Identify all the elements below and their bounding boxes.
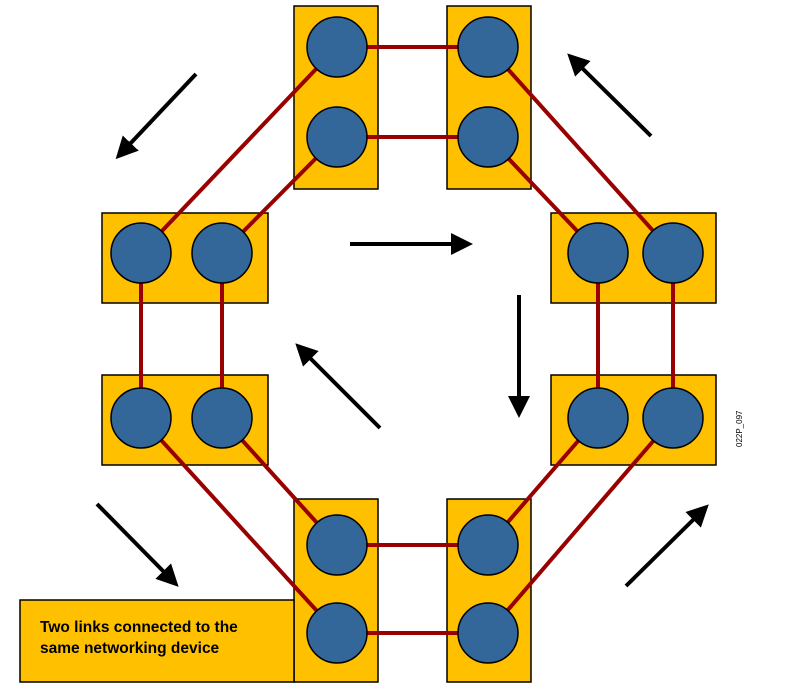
callout-text: Two links connected to the same networki… — [40, 617, 290, 659]
links — [139, 45, 675, 635]
port-bottom-left-2 — [306, 602, 368, 664]
link-lr-1 — [486, 416, 675, 635]
port-right-lower-1 — [567, 387, 629, 449]
port-right-upper-1 — [567, 222, 629, 284]
arrow-outer-bottom-right — [624, 504, 709, 588]
callout-line-2: same networking device — [40, 640, 220, 657]
arrow-outer-top-right — [567, 53, 653, 138]
port-left-upper-1 — [110, 222, 172, 284]
figure-id-label: 022P_097 — [735, 410, 744, 447]
port-right-upper-2 — [642, 222, 704, 284]
port-right-lower-2 — [642, 387, 704, 449]
arrow-outer-top-left — [115, 72, 198, 160]
callout-line-1: Two links connected to the — [40, 619, 238, 636]
port-left-upper-2 — [191, 222, 253, 284]
port-top-left-2 — [306, 106, 368, 168]
port-bottom-right-2 — [457, 602, 519, 664]
link-ur-1 — [486, 45, 675, 255]
port-left-lower-1 — [110, 387, 172, 449]
port-top-left-1 — [306, 16, 368, 78]
arrow-outer-bottom-left — [95, 502, 179, 587]
port-bottom-left-1 — [306, 514, 368, 576]
flow-arrows — [95, 53, 709, 588]
link-ul-1 — [139, 45, 339, 255]
port-top-right-1 — [457, 16, 519, 78]
port-left-lower-2 — [191, 387, 253, 449]
callout-box — [19, 599, 295, 683]
link-ll-1 — [139, 416, 339, 635]
port-bottom-right-1 — [457, 514, 519, 576]
port-top-right-2 — [457, 106, 519, 168]
ports — [110, 16, 704, 664]
arrow-inner-left — [295, 343, 382, 430]
device-boxes — [19, 5, 717, 683]
